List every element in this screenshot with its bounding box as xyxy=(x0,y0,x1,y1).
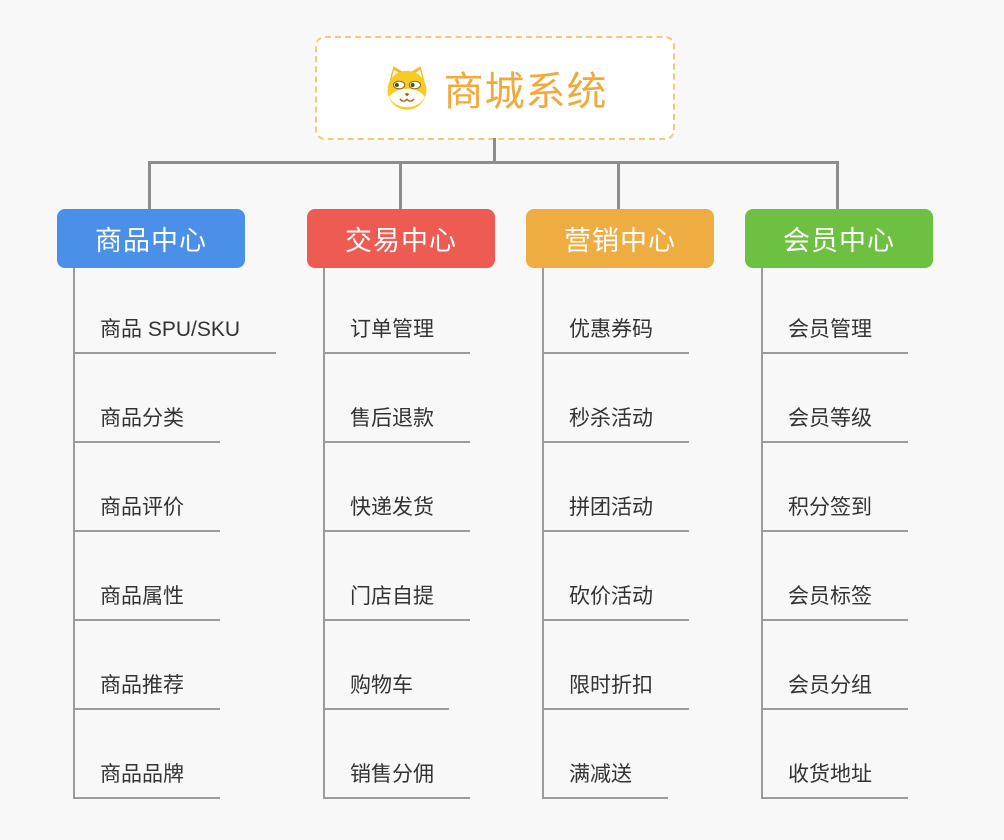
child-node[interactable]: 砍价活动 xyxy=(542,583,689,621)
connector-bus xyxy=(148,161,839,164)
child-node[interactable]: 销售分佣 xyxy=(323,761,470,799)
child-node[interactable]: 商品 SPU/SKU xyxy=(73,316,277,354)
connector-drop xyxy=(617,161,620,209)
branch-node-trade[interactable]: 交易中心 xyxy=(307,209,495,268)
child-column-marketing: 优惠券码 秒杀活动 拼团活动 砍价活动 限时折扣 满减送 xyxy=(542,268,689,799)
shiba-dog-icon xyxy=(387,66,426,110)
connector-drop xyxy=(836,161,839,209)
root-node[interactable]: 商城系统 xyxy=(315,36,675,140)
child-column-trade: 订单管理 售后退款 快递发货 门店自提 购物车 销售分佣 xyxy=(323,268,470,799)
child-node[interactable]: 限时折扣 xyxy=(542,672,689,710)
branch-node-label: 交易中心 xyxy=(345,226,457,256)
child-node[interactable]: 收货地址 xyxy=(761,761,908,799)
root-node-label: 商城系统 xyxy=(443,70,608,114)
branch-node-label: 商品中心 xyxy=(95,226,207,256)
connector-root-trunk xyxy=(493,138,496,164)
child-node[interactable]: 积分签到 xyxy=(761,494,908,532)
connector-drop xyxy=(399,161,402,209)
child-node[interactable]: 购物车 xyxy=(323,672,449,710)
child-node[interactable]: 会员管理 xyxy=(761,316,908,354)
branch-node-products[interactable]: 商品中心 xyxy=(57,209,245,268)
connector-drop xyxy=(148,161,151,209)
child-node[interactable]: 秒杀活动 xyxy=(542,405,689,443)
child-node[interactable]: 拼团活动 xyxy=(542,494,689,532)
child-node[interactable]: 会员分组 xyxy=(761,672,908,710)
child-node[interactable]: 商品分类 xyxy=(73,405,220,443)
child-node[interactable]: 快递发货 xyxy=(323,494,470,532)
child-node[interactable]: 订单管理 xyxy=(323,316,470,354)
child-node[interactable]: 商品属性 xyxy=(73,583,220,621)
child-node[interactable]: 商品评价 xyxy=(73,494,220,532)
child-node[interactable]: 商品推荐 xyxy=(73,672,220,710)
child-node[interactable]: 售后退款 xyxy=(323,405,470,443)
child-column-members: 会员管理 会员等级 积分签到 会员标签 会员分组 收货地址 xyxy=(761,268,908,799)
child-node[interactable]: 优惠券码 xyxy=(542,316,689,354)
branch-node-label: 营销中心 xyxy=(564,226,676,256)
child-column-products: 商品 SPU/SKU 商品分类 商品评价 商品属性 商品推荐 商品品牌 xyxy=(73,268,277,799)
child-node[interactable]: 门店自提 xyxy=(323,583,470,621)
child-node[interactable]: 会员标签 xyxy=(761,583,908,621)
child-node[interactable]: 会员等级 xyxy=(761,405,908,443)
branch-node-marketing[interactable]: 营销中心 xyxy=(526,209,714,268)
child-node[interactable]: 商品品牌 xyxy=(73,761,220,799)
branch-node-members[interactable]: 会员中心 xyxy=(745,209,933,268)
branch-node-label: 会员中心 xyxy=(783,226,895,256)
child-node[interactable]: 满减送 xyxy=(542,761,668,799)
